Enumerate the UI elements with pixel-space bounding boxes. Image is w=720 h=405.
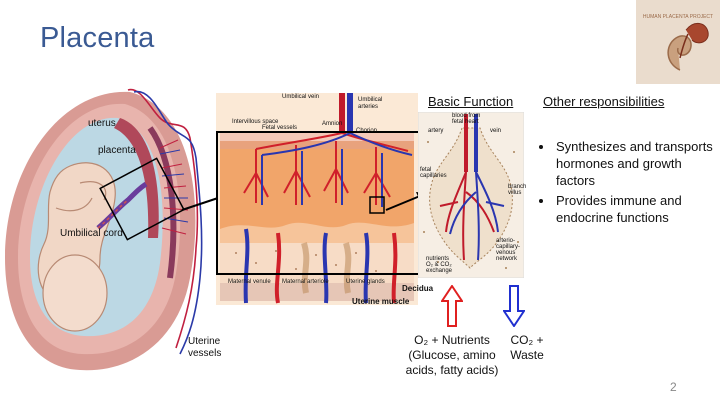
label-chorion: Chorion — [356, 128, 377, 134]
heading-other-responsibilities: Other responsibilities — [543, 94, 664, 109]
label-uterine-vessels-2: vessels — [188, 348, 221, 359]
responsibility-item: Provides immune and endocrine functions — [554, 192, 714, 226]
label-amnion: Amnion — [322, 121, 342, 127]
label-placenta: placenta — [98, 145, 136, 156]
label-exchange-3: exchange — [426, 268, 452, 274]
label-decidua: Decidua — [402, 284, 433, 293]
label-uterine-vessels-1: Uterine — [188, 336, 220, 347]
arrow-up-icon — [441, 285, 463, 327]
label-maternal-arteriole: Maternal arteriole — [282, 279, 329, 285]
inputs-line-2: (Glucose, amino — [398, 348, 506, 363]
label-umbilical-cord: Umbilical cord — [60, 228, 123, 239]
responsibility-item: Synthesizes and transports hormones and … — [554, 138, 714, 189]
inputs-line-1: O₂ + Nutrients — [398, 333, 506, 348]
label-uterus: uterus — [88, 118, 116, 129]
responsibilities-list: Synthesizes and transports hormones and … — [534, 138, 714, 229]
slide-title: Placenta — [40, 22, 154, 55]
outputs-line-2: Waste — [504, 348, 550, 363]
logo-caption: HUMAN PLACENTA PROJECT — [643, 14, 713, 20]
label-uterine-glands: Uterine glands — [346, 279, 385, 285]
inputs-text: O₂ + Nutrients (Glucose, amino acids, fa… — [398, 333, 506, 378]
outputs-text: CO₂ + Waste — [504, 333, 550, 363]
outputs-line-1: CO₂ + — [504, 333, 550, 348]
heading-basic-function: Basic Function — [428, 94, 513, 109]
label-vein: vein — [490, 128, 501, 134]
page-number: 2 — [670, 380, 677, 394]
arrow-down-icon — [503, 285, 525, 327]
label-fetal-capillaries-2: capillaries — [420, 173, 447, 179]
human-placenta-project-logo: HUMAN PLACENTA PROJECT — [636, 0, 720, 84]
label-fetal-heart: fetal heart — [452, 119, 479, 125]
label-maternal-venule: Maternal venule — [228, 279, 271, 285]
label-branch-villus-2: villus — [508, 190, 521, 196]
label-umbilical-vein: Umbilical vein — [282, 94, 319, 100]
label-fetal-vessels: Fetal vessels — [262, 125, 297, 131]
label-umbilical-arteries-2: arteries — [358, 104, 378, 110]
label-umbilical-arteries-1: Umbilical — [358, 97, 382, 103]
inputs-line-3: acids, fatty acids) — [398, 363, 506, 378]
label-acv-4: network — [496, 256, 517, 262]
label-uterine-muscle: Uterine muscle — [352, 297, 409, 306]
label-artery: artery — [428, 128, 443, 134]
